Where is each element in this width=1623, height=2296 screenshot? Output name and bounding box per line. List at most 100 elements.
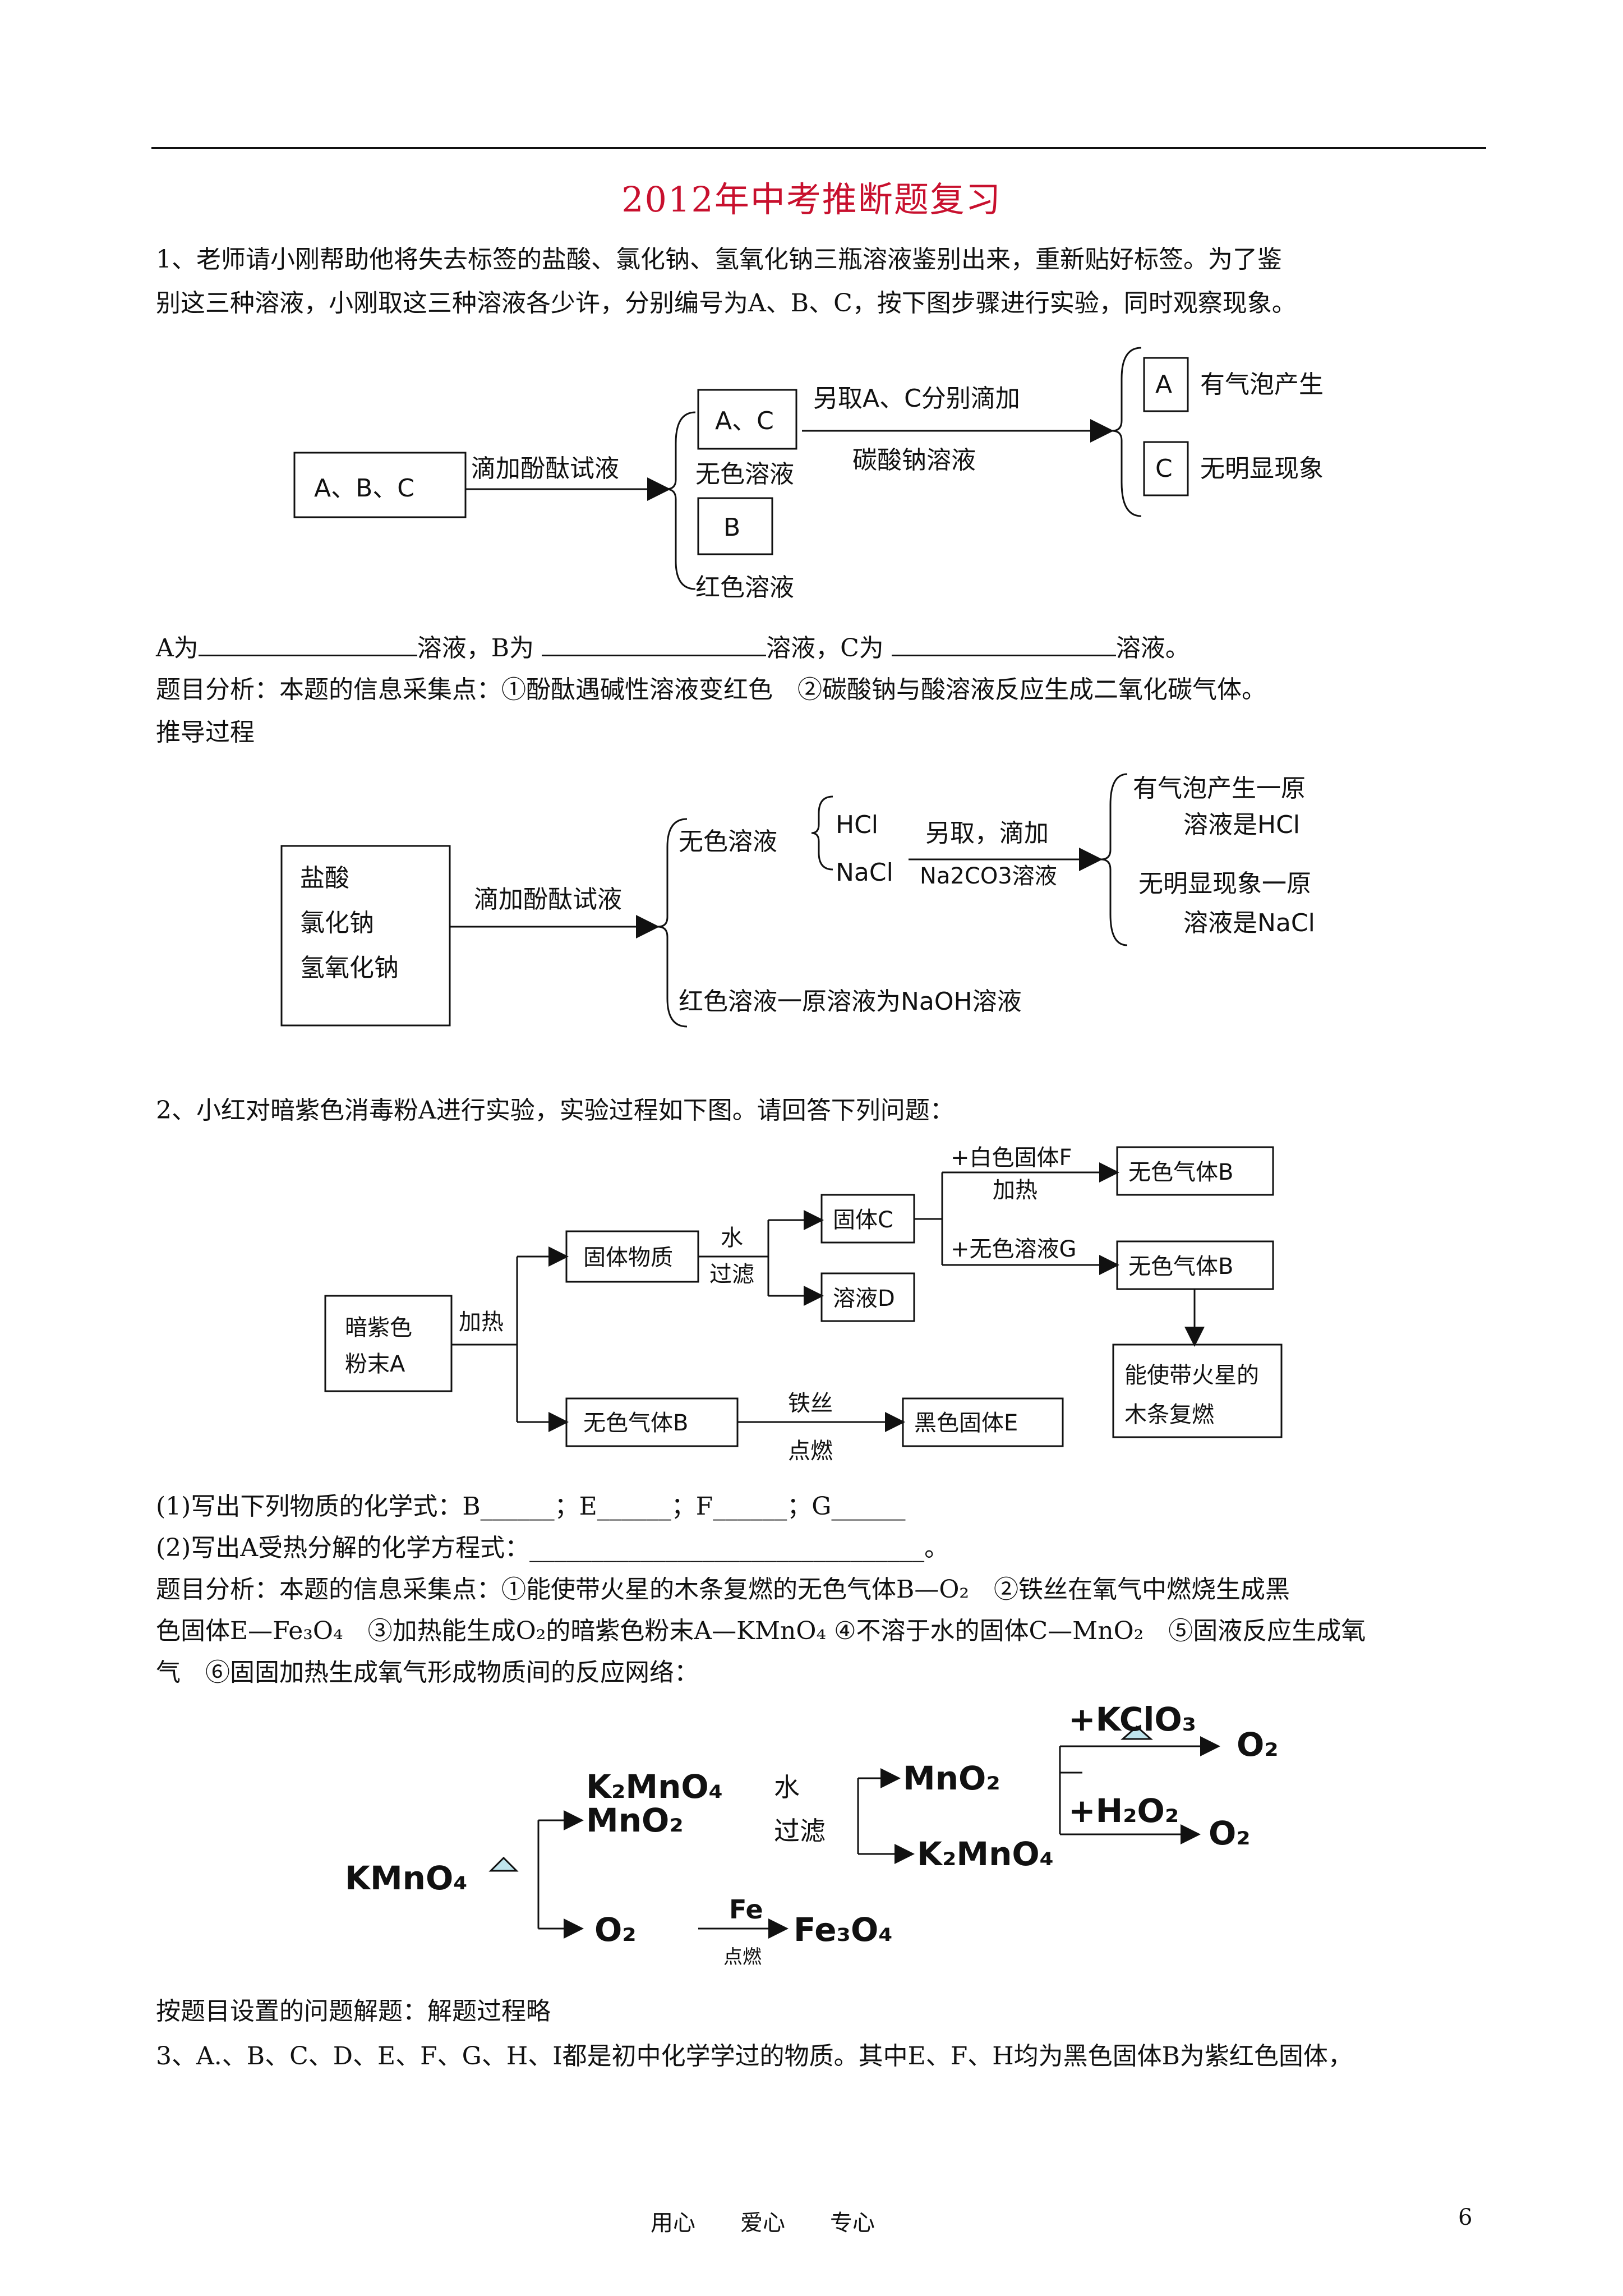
result2-line1: 无明显现象一原 xyxy=(1138,869,1311,898)
q2-question1: (1)写出下列物质的化学式：B______；E______；F______；G_… xyxy=(156,1492,906,1521)
relight-l1: 能使带火星的 xyxy=(1124,1363,1259,1388)
result1-line1: 有气泡产生一原 xyxy=(1133,774,1306,803)
result2-line2: 溶液是NaCl xyxy=(1183,909,1315,937)
q3-intro: 3、A.、B、C、D、E、F、G、H、I都是初中化学学过的物质。其中E、F、H均… xyxy=(156,2042,1353,2070)
start-l2: 粉末A xyxy=(345,1351,405,1377)
a-result: 有气泡产生 xyxy=(1200,370,1324,399)
header-rule xyxy=(151,147,1486,149)
q1-line2: 别这三种溶液，小刚取这三种溶液各少许，分别编号为A、B、C，按下图步骤进行实验，… xyxy=(156,289,1297,318)
solid-c-label: 固体C xyxy=(833,1207,893,1233)
q2-diagram: 暗紫色 粉末A 加热 固体物质 水 过滤 固体C 溶液D +白色固体F 加热 无… xyxy=(320,1142,1329,1478)
plus-g-label: +无色溶液G xyxy=(951,1236,1077,1262)
o2-a-label: O₂ xyxy=(1237,1726,1279,1764)
gas-b2-label: 无色气体B xyxy=(1128,1254,1233,1280)
iron-label: 铁丝 xyxy=(788,1391,833,1416)
q1-line1: 1、老师请小刚帮助他将失去标签的盐酸、氯化钠、氢氧化钠三瓶溶液鉴别出来，重新贴好… xyxy=(156,245,1282,274)
o2-b-label: O₂ xyxy=(1209,1814,1251,1852)
answer-a-prefix: A为 xyxy=(156,634,199,662)
mno2-top-label: MnO₂ xyxy=(586,1801,684,1839)
ignite-label: 点燃 xyxy=(723,1946,762,1968)
gas-b3-box xyxy=(565,1397,739,1447)
start-box xyxy=(324,1295,453,1392)
step2-top: 另取，滴加 xyxy=(925,819,1049,848)
q1-analysis: 题目分析：本题的信息采集点：①酚酞遇碱性溶液变红色 ②碳酸钠与酸溶液反应生成二氧… xyxy=(156,675,1266,704)
q2-analysis1: 题目分析：本题的信息采集点：①能使带火星的木条复燃的无色气体B—O₂ ②铁丝在氧… xyxy=(156,1575,1290,1604)
heat-label: 加热 xyxy=(459,1309,504,1335)
ignite-label: 点燃 xyxy=(788,1438,833,1464)
q1-diagram2: 盐酸 氯化钠 氢氧化钠 滴加酚酞试液 无色溶液 HCl NaCl 另取，滴加 N… xyxy=(275,763,1368,1043)
red-label: 红色溶液 xyxy=(695,573,794,602)
solution-d-box xyxy=(820,1272,915,1322)
plus-f-label: +白色固体F xyxy=(951,1145,1072,1171)
black-e-label: 黑色固体E xyxy=(914,1410,1018,1436)
fe-label: Fe xyxy=(729,1894,763,1925)
q2-analysis3: 气 ⑥固固加热生成氧气形成物质间的反应网络： xyxy=(156,1658,699,1687)
reaction-network: KMnO₄ K₂MnO₄ MnO₂ MnO₂ K₂MnO₄ +KClO₃ O₂ … xyxy=(331,1700,1312,1980)
answer-a-suffix: 溶液，B为 xyxy=(417,634,534,662)
colorless-label: 无色溶液 xyxy=(695,460,794,489)
answer-c-suffix: 溶液。 xyxy=(1115,634,1190,662)
a-box-label: A xyxy=(1155,370,1172,399)
reagent-1: 盐酸 xyxy=(300,864,349,892)
page-number: 6 xyxy=(1458,2205,1473,2230)
plus-h2o2-label: +H₂O₂ xyxy=(1068,1792,1179,1830)
gas-b1-label: 无色气体B xyxy=(1128,1159,1233,1185)
solution-d-label: 溶液D xyxy=(833,1286,895,1312)
solid-label: 固体物质 xyxy=(583,1245,673,1271)
reagent-box xyxy=(280,845,451,1027)
step2-bottom: Na2CO3溶液 xyxy=(920,863,1057,889)
gas-b3-label: 无色气体B xyxy=(583,1410,688,1436)
step2-bottom: 碳酸钠溶液 xyxy=(852,446,976,475)
c-result: 无明显现象 xyxy=(1200,454,1324,483)
relight-box xyxy=(1112,1343,1283,1438)
a-box xyxy=(1143,357,1189,412)
o2-c-label: O₂ xyxy=(594,1911,637,1949)
heat2-label: 加热 xyxy=(993,1177,1038,1203)
step2-top: 另取A、C分别滴加 xyxy=(813,384,1020,413)
c-box-label: C xyxy=(1155,454,1173,483)
colorless-label: 无色溶液 xyxy=(679,827,777,856)
page-title: 2012年中考推断题复习 xyxy=(621,179,1002,220)
answer-b-blank[interactable] xyxy=(542,629,767,656)
relight-l2: 木条复燃 xyxy=(1124,1402,1214,1428)
kmno4-label: KMnO₄ xyxy=(345,1859,468,1897)
start-l1: 暗紫色 xyxy=(345,1315,412,1341)
black-e-box xyxy=(902,1397,1064,1447)
q1-diagram1: A、B、C 滴加酚酞试液 A、C 无色溶液 B 红色溶液 另取A、C分别滴加 碳… xyxy=(280,342,1374,611)
answer-c-blank[interactable] xyxy=(891,629,1116,656)
q2-intro: 2、小红对暗紫色消毒粉A进行实验，实验过程如下图。请回答下列问题： xyxy=(156,1096,955,1125)
k2mno4-top-label: K₂MnO₄ xyxy=(586,1768,723,1806)
red-result: 红色溶液一原溶液为NaOH溶液 xyxy=(679,987,1022,1016)
answer-b-suffix: 溶液，C为 xyxy=(766,634,884,662)
step-label: 滴加酚酞试液 xyxy=(471,454,619,483)
q2-question2: (2)写出A受热分解的化学方程式：_______________________… xyxy=(156,1534,949,1562)
hcl-label: HCl xyxy=(836,811,878,839)
reagent-3: 氢氧化钠 xyxy=(300,954,399,982)
step-label: 滴加酚酞试液 xyxy=(474,885,622,914)
water-label: 水 xyxy=(774,1772,800,1802)
filter-label: 过滤 xyxy=(774,1816,826,1846)
water-label: 水 xyxy=(721,1225,743,1251)
ac-box xyxy=(697,389,797,450)
k2mno4-label: K₂MnO₄ xyxy=(917,1835,1054,1873)
ac-label: A、C xyxy=(715,407,774,435)
reagent-2: 氯化钠 xyxy=(300,909,374,937)
answer-a-blank[interactable] xyxy=(198,629,417,656)
c-box xyxy=(1143,441,1189,496)
mno2-label: MnO₂ xyxy=(903,1759,1000,1797)
filter-label: 过滤 xyxy=(709,1262,754,1287)
gas-b1-box xyxy=(1116,1146,1274,1196)
q2-analysis2: 色固体E—Fe₃O₄ ③加热能生成O₂的暗紫色粉末A—KMnO₄ ④不溶于水的固… xyxy=(156,1617,1366,1645)
plus-kclo3-label: +KClO₃ xyxy=(1068,1700,1196,1738)
b-label: B xyxy=(723,513,740,542)
q1-answer-line: A为 溶液，B为 溶液，C为 溶液。 xyxy=(156,627,1486,670)
q2-solve: 按题目设置的问题解题：解题过程略 xyxy=(156,1997,551,2026)
fe3o4-label: Fe₃O₄ xyxy=(794,1911,893,1949)
b-box xyxy=(697,497,773,555)
start-label: A、B、C xyxy=(314,474,414,503)
start-box xyxy=(293,452,467,518)
q1-process-label: 推导过程 xyxy=(156,718,255,747)
footer-motto: 用心 爱心 专心 xyxy=(651,2210,875,2236)
nacl-label: NaCl xyxy=(836,858,893,887)
result1-line2: 溶液是HCl xyxy=(1183,811,1300,839)
